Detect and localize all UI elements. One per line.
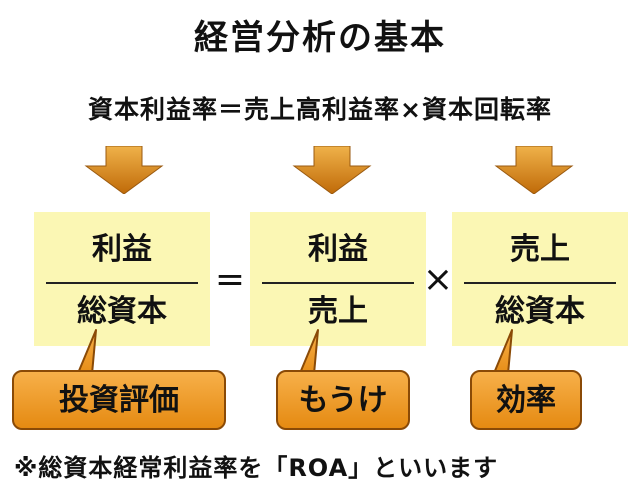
fraction-bar — [46, 282, 198, 284]
callout-efficiency: 効率 — [470, 370, 582, 430]
denominator: 総資本 — [77, 294, 167, 329]
numerator: 売上 — [510, 232, 570, 267]
numerator: 利益 — [308, 232, 368, 267]
equals-sign: = — [214, 259, 246, 300]
callout-investment-evaluation: 投資評価 — [12, 370, 226, 430]
down-arrow-icon — [292, 146, 372, 194]
down-arrow-icon — [494, 146, 574, 194]
down-arrow-icon — [84, 146, 164, 194]
fraction-bar — [262, 282, 414, 284]
callout-profit: もうけ — [276, 370, 410, 430]
denominator: 総資本 — [495, 294, 585, 329]
fraction-bar — [464, 282, 616, 284]
ratio-card-turnover: 売上 総資本 — [452, 212, 628, 346]
ratio-card-profit-margin: 利益 売上 — [250, 212, 426, 346]
denominator: 売上 — [308, 294, 368, 329]
diagram-title: 経営分析の基本 — [194, 18, 446, 58]
ratio-card-roa: 利益 総資本 — [34, 212, 210, 346]
formula-text: 資本利益率＝売上高利益率×資本回転率 — [88, 95, 552, 124]
times-sign: × — [422, 259, 454, 300]
numerator: 利益 — [92, 232, 152, 267]
footnote: ※総資本経常利益率を「ROA」といいます — [14, 454, 499, 482]
